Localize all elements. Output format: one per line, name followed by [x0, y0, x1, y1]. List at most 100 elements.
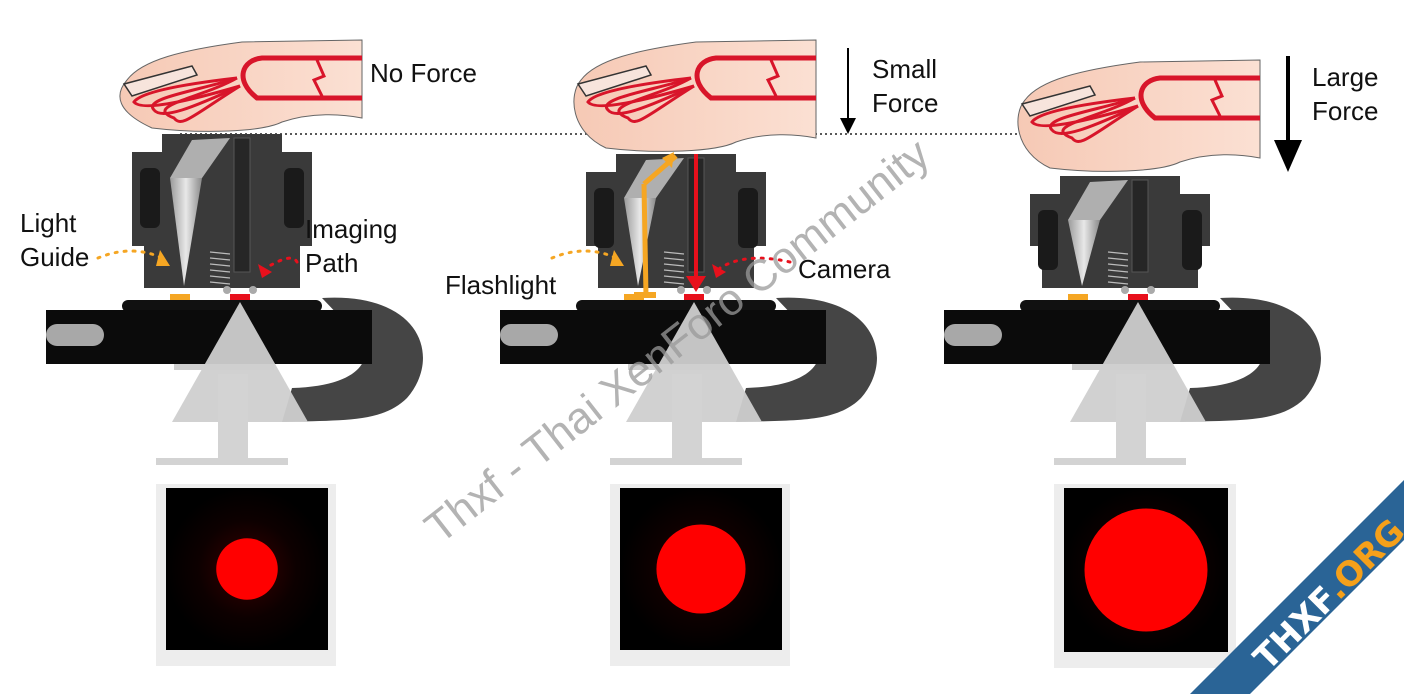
- housing-slot-left: [594, 188, 614, 248]
- flashlight-led: [1068, 294, 1088, 300]
- housing-body: [586, 172, 766, 246]
- spring-coil: [1107, 281, 1129, 285]
- blood-vessel-branch: [1209, 79, 1224, 117]
- callout-right-label: Camera: [798, 254, 891, 284]
- light-guide-bend: [170, 138, 230, 178]
- capillary-loop: [150, 76, 241, 115]
- sensor-housing: [1030, 176, 1210, 300]
- finger: [119, 39, 363, 132]
- capillary-loop: [1061, 96, 1139, 143]
- spring-coil: [209, 251, 231, 255]
- callout-right-leader: [264, 256, 299, 270]
- fingernail: [122, 65, 199, 97]
- force-label: No Force: [370, 58, 477, 88]
- camera-sensor: [684, 294, 704, 300]
- force-arrow-head: [1274, 140, 1302, 172]
- clamp-base: [610, 458, 742, 465]
- light-guide: [1068, 220, 1100, 286]
- badge-ribbon: [1190, 480, 1404, 694]
- capillary-loop: [604, 76, 695, 115]
- clamp-plate: [174, 364, 274, 370]
- red-spot: [656, 524, 746, 614]
- camera-view-cone: [172, 302, 308, 422]
- callout-right-label: Path: [305, 248, 359, 278]
- spring-coil: [209, 263, 231, 267]
- spring-coil: [1107, 269, 1129, 273]
- housing-slot-right: [738, 188, 758, 248]
- spring-coil: [663, 275, 685, 279]
- housing-slot-right: [1182, 210, 1202, 270]
- clamp-base: [1054, 458, 1186, 465]
- bearing-ball: [703, 286, 711, 294]
- spring-coil: [1107, 263, 1129, 267]
- phone-button: [500, 324, 558, 346]
- phone-button: [46, 324, 104, 346]
- clamp-screw: [672, 374, 702, 460]
- callout-left-arrowhead: [610, 250, 624, 266]
- light-paths: [634, 152, 706, 298]
- flash-arrowhead: [662, 152, 674, 168]
- finger-skin: [573, 39, 817, 152]
- bearing-ball: [223, 286, 231, 294]
- phone-and-clamp: [500, 297, 877, 465]
- blood-vessel-main: [240, 55, 362, 101]
- callout-right-leader: [718, 256, 792, 270]
- capillary-loop: [1048, 96, 1139, 135]
- force-label: Force: [1312, 96, 1378, 126]
- housing-body: [1030, 194, 1210, 246]
- camera-image: [1054, 484, 1236, 668]
- finger: [573, 39, 817, 152]
- capillary-loop: [132, 76, 241, 108]
- capillary-loop: [617, 76, 695, 123]
- phone-and-clamp: [46, 297, 423, 465]
- camera-sensor: [230, 294, 250, 300]
- blood-vessel-main: [1138, 75, 1260, 121]
- camera-arrowhead: [686, 276, 706, 292]
- blood-vessel-main: [694, 55, 816, 101]
- spring-coil: [209, 257, 231, 261]
- force-label: Force: [872, 88, 938, 118]
- callout-left-label: Light: [20, 208, 77, 238]
- callout-left-label: Guide: [20, 242, 89, 272]
- phone-button: [944, 324, 1002, 346]
- housing-body: [132, 152, 312, 246]
- spring-coil: [663, 257, 685, 261]
- spring-coil: [663, 251, 685, 255]
- blood-vessel-branch: [311, 59, 326, 97]
- imaging-tube: [233, 137, 251, 273]
- flash-ray-up: [641, 183, 649, 297]
- sensor-housing: [132, 134, 312, 300]
- blood-vessel-branch: [765, 59, 780, 97]
- spring-coil: [1107, 251, 1129, 255]
- camera-image: [610, 484, 790, 666]
- housing-slot-left: [140, 168, 160, 228]
- phone-bezel: [1020, 300, 1220, 312]
- housing-slot-right: [284, 168, 304, 228]
- camera-sensor: [1128, 294, 1148, 300]
- red-spot: [1084, 508, 1208, 632]
- c-clamp: [1180, 297, 1321, 422]
- clamp-plate: [1072, 364, 1172, 370]
- camera-image: [156, 484, 336, 666]
- force-label: Large: [1312, 62, 1379, 92]
- spring-coil: [1107, 275, 1129, 279]
- c-clamp: [282, 297, 423, 422]
- spring-coil: [663, 281, 685, 285]
- flash-source-bar: [634, 292, 656, 298]
- fingernail: [576, 65, 653, 97]
- phone-bezel: [576, 300, 776, 312]
- spring-coil: [663, 263, 685, 267]
- finger-skin: [1017, 59, 1261, 172]
- spring-coil: [209, 275, 231, 279]
- clamp-base: [156, 458, 288, 465]
- red-spot: [216, 538, 278, 600]
- capillary-loop: [586, 76, 695, 108]
- light-guide: [624, 198, 656, 286]
- imaging-tube: [1131, 179, 1149, 273]
- c-clamp: [736, 297, 877, 422]
- spring-coil: [209, 269, 231, 273]
- callout-right-label: Imaging: [305, 214, 398, 244]
